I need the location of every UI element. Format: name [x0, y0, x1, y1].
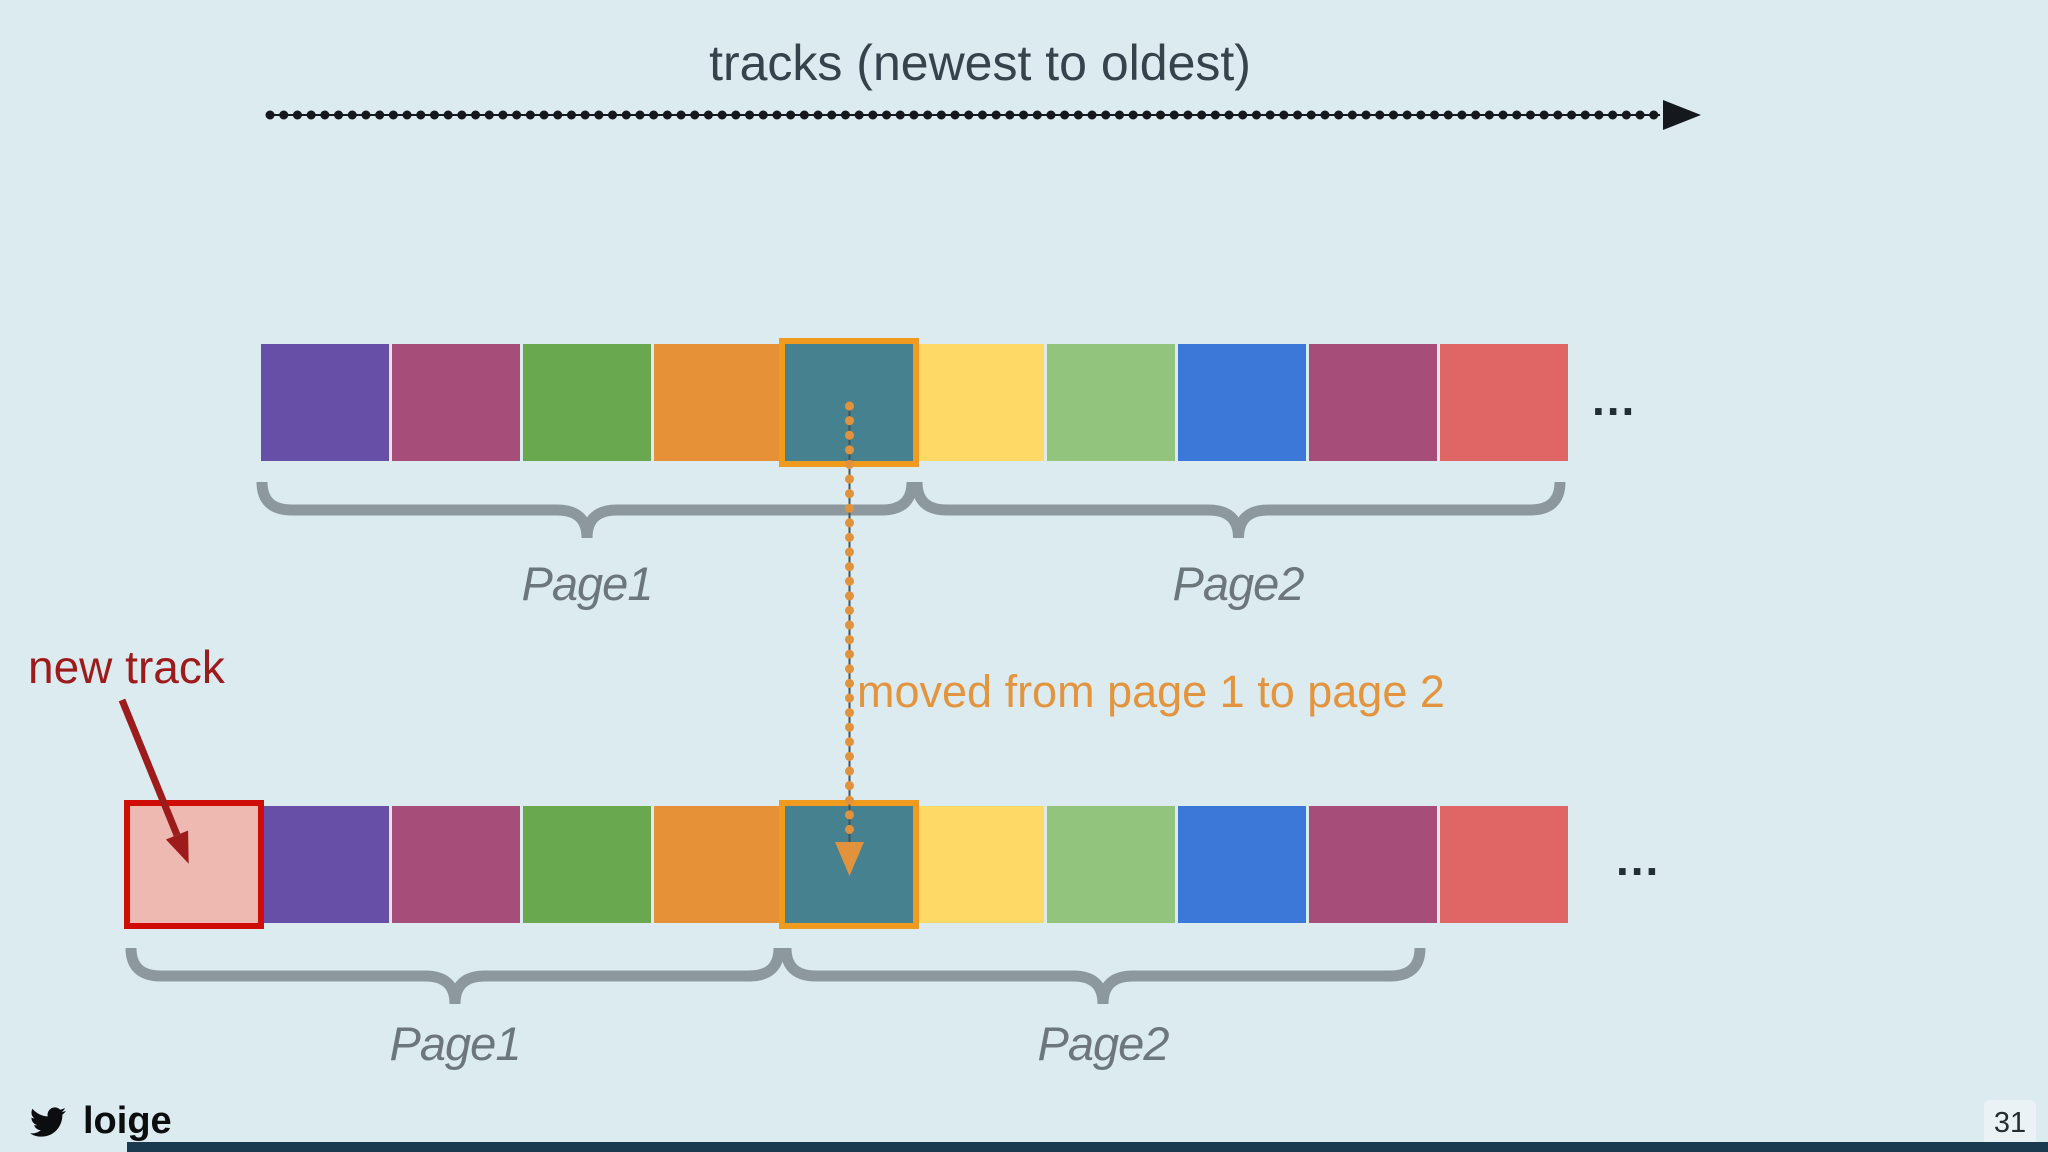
track-magenta: [392, 344, 520, 461]
bottom-page1-label: Page1: [389, 1017, 522, 1070]
top-page2-label: Page2: [1172, 557, 1305, 610]
twitter-bird-icon: [30, 1106, 66, 1137]
track-yellow: [916, 344, 1044, 461]
page-number-badge: 31: [1984, 1100, 2036, 1146]
timeline-arrowhead: [1663, 100, 1701, 130]
track-green: [523, 344, 651, 461]
bottom-page2-label: Page2: [1037, 1017, 1170, 1070]
top-page1-brace: [256, 481, 918, 539]
track-maroon: [1309, 344, 1437, 461]
top-page2-brace: [911, 481, 1566, 539]
moved-from-page-label: moved from page 1 to page 2: [857, 666, 1445, 717]
track-blue: [1178, 806, 1306, 923]
track-red: [1440, 344, 1568, 461]
track-orange: [654, 344, 782, 461]
slide-progress-bar: [127, 1142, 2048, 1152]
bottom-row-ellipsis: ...: [1616, 833, 1661, 885]
bottom-track-row: [124, 800, 1568, 929]
bottom-page1-brace: [125, 947, 785, 1005]
top-page1-label: Page1: [521, 557, 654, 610]
slide-title: tracks (newest to oldest): [709, 35, 1251, 91]
top-row-ellipsis: ...: [1592, 373, 1637, 425]
track-lightgreen: [1047, 344, 1175, 461]
track-orange: [654, 806, 782, 923]
track-purple: [261, 344, 389, 461]
track-maroon: [1309, 806, 1437, 923]
track-green: [523, 806, 651, 923]
new-track-label: new track: [28, 641, 225, 693]
track-teal-moved: [779, 338, 919, 467]
track-yellow: [916, 806, 1044, 923]
track-teal-moved: [779, 800, 919, 929]
top-track-row: [261, 338, 1568, 467]
track-magenta: [392, 806, 520, 923]
track-lightgreen: [1047, 806, 1175, 923]
bottom-page2-brace: [780, 947, 1426, 1005]
track-new: [124, 800, 264, 929]
track-purple: [261, 806, 389, 923]
track-blue: [1178, 344, 1306, 461]
footer-handle: loige: [83, 1100, 172, 1142]
track-red: [1440, 806, 1568, 923]
page-number: 31: [1993, 1106, 2027, 1139]
footer: loige: [27, 1100, 172, 1143]
